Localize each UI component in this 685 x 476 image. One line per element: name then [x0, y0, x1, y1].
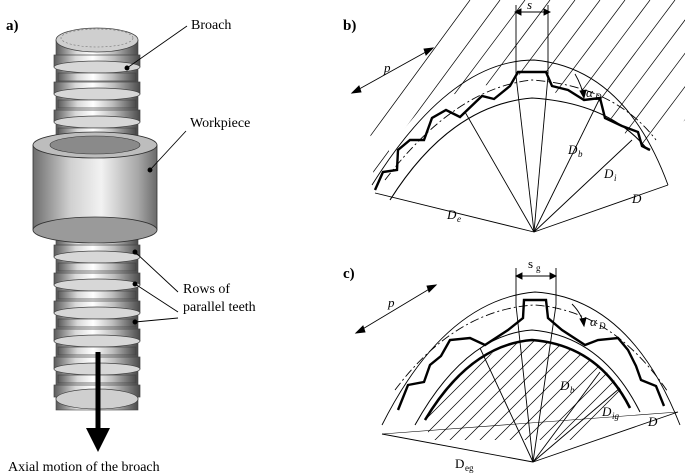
svg-text:b: b — [570, 385, 575, 395]
svg-text:D: D — [601, 404, 612, 419]
dim-p-b: p — [383, 60, 391, 75]
dim-s-c: s g — [528, 256, 541, 273]
dimension-arrows-b — [350, 5, 587, 100]
svg-text:eg: eg — [465, 463, 474, 473]
dim-D-c: D — [647, 414, 658, 429]
callout-broach: Broach — [191, 18, 231, 33]
svg-text:D: D — [446, 207, 457, 222]
callout-workpiece: Workpiece — [190, 116, 250, 131]
svg-text:D: D — [567, 142, 578, 157]
svg-text:e: e — [457, 214, 461, 224]
svg-text:s: s — [528, 256, 533, 271]
panel-b: b) — [343, 0, 685, 233]
radii-b — [374, 75, 669, 233]
panel-c: c) — [343, 256, 681, 473]
dim-D-b: D — [631, 191, 642, 206]
pitch-circle-c — [394, 304, 669, 393]
outer-circle-b — [371, 59, 669, 186]
inner-circle-c2 — [414, 329, 641, 426]
inner-circle-b — [389, 97, 649, 201]
caption-axial-motion: Axial motion of the broach — [8, 460, 160, 475]
outer-circle-c — [381, 291, 681, 426]
panel-a-label: a) — [6, 18, 19, 34]
dim-Db-c: D b — [559, 378, 575, 395]
workpiece-illustration — [32, 131, 158, 244]
spline-profile-b — [373, 70, 651, 191]
dimension-arrows-c — [354, 268, 679, 435]
dim-Di-b: D i — [603, 166, 617, 183]
svg-text:g: g — [536, 263, 541, 273]
inner-circle-c — [423, 338, 632, 421]
callout-lines — [124, 25, 188, 325]
dim-Deg-c: D eg — [455, 456, 474, 473]
svg-text:D: D — [455, 456, 464, 471]
svg-text:b: b — [578, 149, 583, 159]
dim-Dig-c: D ig — [601, 404, 620, 421]
panel-c-label: c) — [343, 266, 355, 282]
svg-text:ig: ig — [612, 411, 620, 421]
svg-text:D: D — [603, 166, 614, 181]
dim-p-c: p — [387, 295, 395, 310]
dim-Db-b: D b — [567, 142, 583, 159]
dim-alpha-b: α D — [586, 85, 602, 102]
svg-text:D: D — [594, 92, 602, 102]
panel-a: a) — [6, 18, 256, 475]
hatch-lines-b — [360, 0, 685, 195]
svg-text:α: α — [586, 85, 594, 100]
dim-s-b: s — [527, 0, 532, 12]
dim-De-b: D e — [446, 207, 461, 224]
svg-text:D: D — [598, 321, 606, 331]
hatch-lines-c — [425, 340, 630, 440]
broach-illustration — [32, 27, 158, 452]
dim-alpha-c: α D — [590, 314, 606, 331]
svg-text:α: α — [590, 314, 598, 329]
radii-c — [381, 304, 679, 463]
callout-rows-line2: parallel teeth — [183, 300, 256, 315]
axial-motion-arrow — [86, 352, 110, 452]
spline-profile-c — [396, 298, 666, 411]
panel-b-label: b) — [343, 18, 356, 34]
broach-top-cap — [55, 27, 139, 53]
callout-rows-line1: Rows of — [183, 282, 230, 297]
pitch-circle-b — [384, 79, 657, 181]
svg-text:D: D — [559, 378, 570, 393]
svg-text:i: i — [614, 173, 617, 183]
